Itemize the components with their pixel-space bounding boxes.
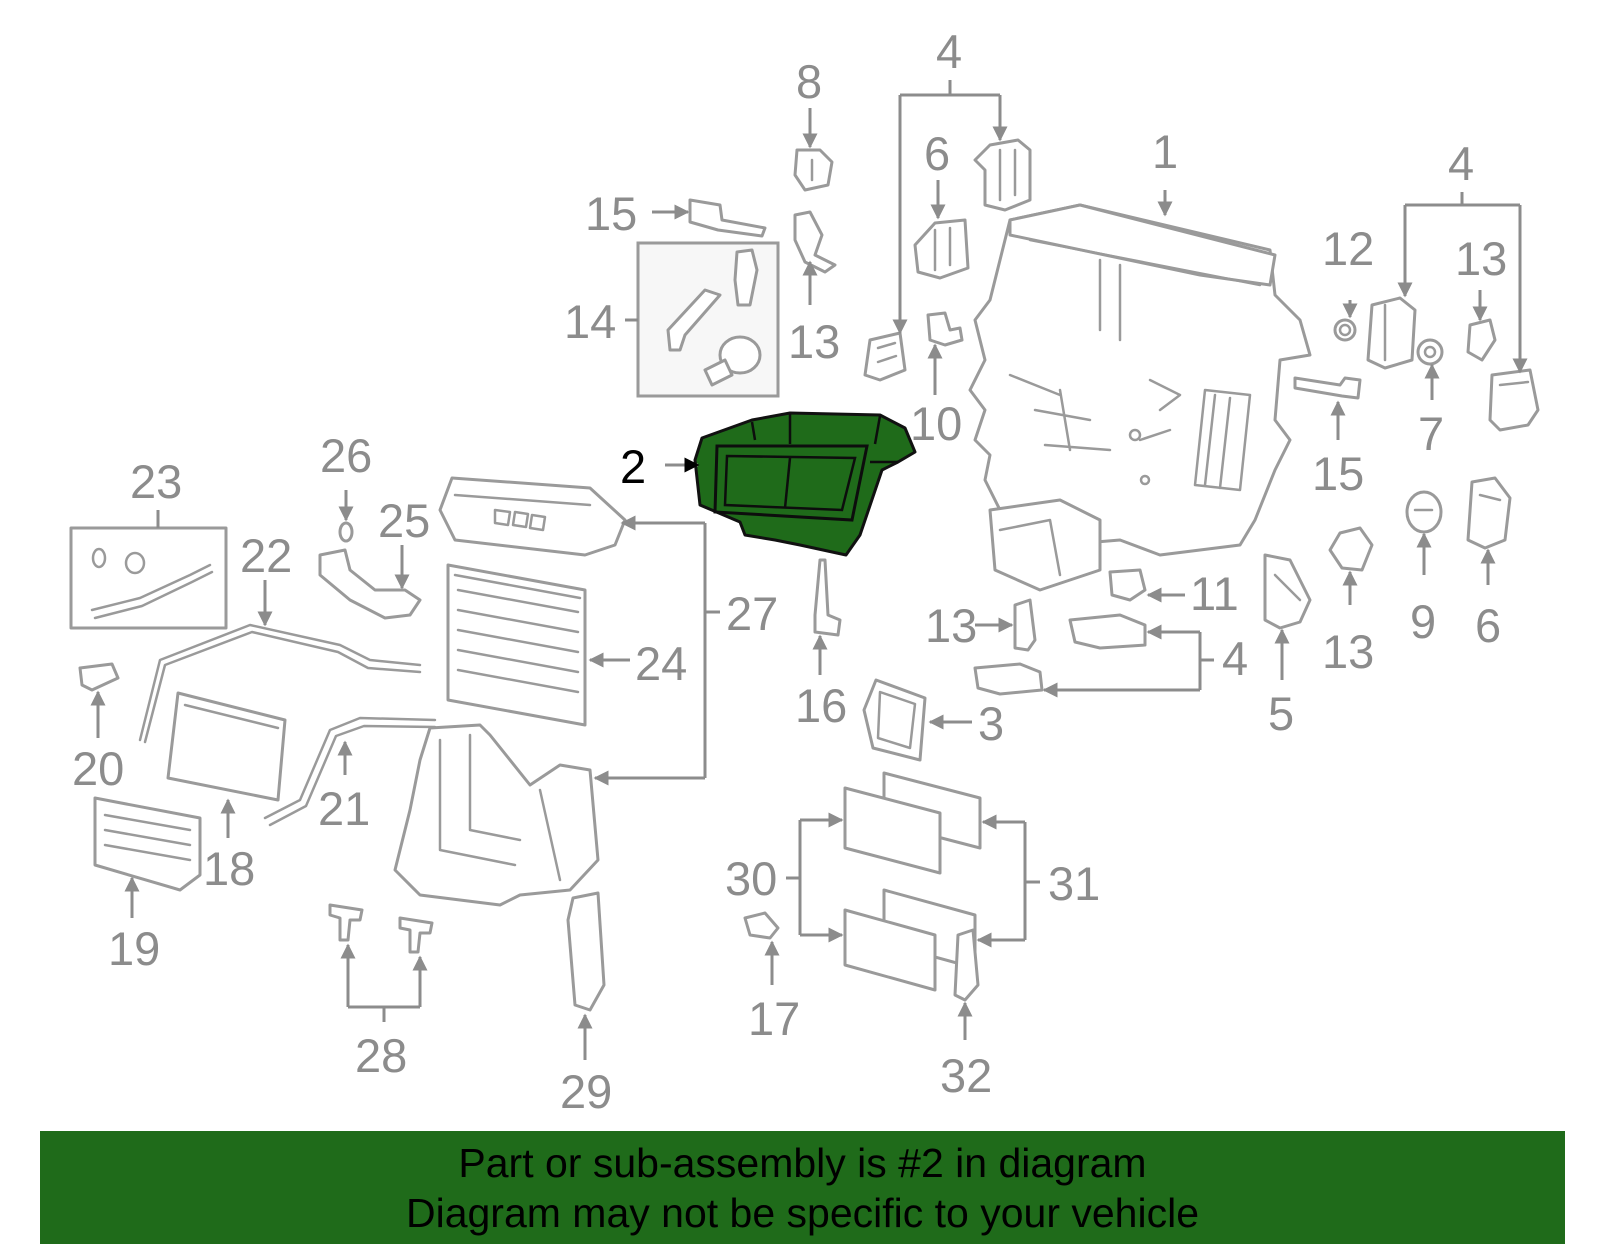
cap-part-12	[1333, 318, 1357, 342]
callout-30: 30	[725, 852, 777, 905]
clip-part-13-lower	[1328, 526, 1374, 572]
callout-27: 27	[726, 587, 778, 640]
linkage-kit-part-14	[636, 241, 780, 398]
sensor-part-9	[1405, 490, 1443, 534]
callout-31: 31	[1048, 857, 1100, 910]
hose-part-21	[263, 716, 437, 827]
callout-10: 10	[910, 397, 962, 450]
clip-part-13-right	[1466, 318, 1497, 362]
lower-case-part-27	[393, 723, 600, 907]
banner-line-2: Diagram may not be specific to your vehi…	[405, 1189, 1199, 1236]
leader-lines	[90, 80, 1528, 1060]
filter-part-30-31-bottom	[843, 888, 977, 992]
duct-frame-part-3	[862, 678, 927, 762]
callout-4-top: 4	[936, 25, 962, 78]
callout-32: 32	[940, 1049, 992, 1102]
actuator-part-6-right	[1466, 476, 1512, 550]
highlighted-part-2	[693, 411, 917, 557]
callout-19: 19	[108, 922, 160, 975]
hvac-case-part-1	[968, 203, 1312, 592]
oring-part-26	[338, 521, 354, 543]
callout-21: 21	[318, 782, 370, 835]
callout-25: 25	[378, 494, 430, 547]
callout-29: 29	[560, 1065, 612, 1118]
callout-22: 22	[240, 529, 292, 582]
blend-door-part-27-top	[438, 476, 627, 557]
actuator-part-4-top	[973, 138, 1032, 212]
clip-part-8	[793, 148, 834, 192]
callout-23: 23	[130, 455, 182, 508]
callout-20: 20	[72, 742, 124, 795]
pipe-part-25	[318, 548, 422, 620]
seal-part-20	[78, 662, 120, 692]
sensor-part-10	[926, 311, 964, 347]
sensor-part-17	[743, 911, 780, 940]
callout-13-mid: 13	[925, 599, 977, 652]
callout-5: 5	[1268, 687, 1294, 740]
actuator-part-5	[1263, 553, 1312, 630]
banner-line-1: Part or sub-assembly is #2 in diagram	[458, 1139, 1147, 1186]
callout-1: 1	[1152, 125, 1178, 178]
callout-18: 18	[203, 842, 255, 895]
callout-16: 16	[795, 679, 847, 732]
actuator-part-4-mid	[973, 613, 1147, 696]
callout-4-mid: 4	[1222, 632, 1248, 685]
callout-26: 26	[320, 429, 372, 482]
callout-7: 7	[1418, 407, 1444, 460]
rod-part-15-right	[1293, 376, 1362, 400]
callout-11: 11	[1190, 567, 1239, 620]
actuator-part-4-right	[1366, 296, 1417, 370]
callout-9: 9	[1410, 595, 1436, 648]
actuator-part-4-left	[863, 331, 907, 382]
heater-bracket-part-19	[93, 796, 202, 892]
callout-28: 28	[355, 1029, 407, 1082]
callout-15-top: 15	[585, 187, 637, 240]
clip-part-13-top	[793, 210, 837, 274]
clip-part-13-mid	[1013, 598, 1037, 652]
rod-part-15-top	[688, 198, 767, 238]
actuator-part-4-far-right	[1488, 368, 1540, 432]
clip-part-28	[328, 903, 434, 954]
callout-4-right: 4	[1448, 137, 1474, 190]
actuator-part-6-top	[913, 218, 970, 280]
callout-6-top: 6	[924, 127, 950, 180]
seal-kit-part-23	[69, 526, 228, 630]
sensor-part-16	[813, 558, 842, 637]
callout-13-top: 13	[788, 315, 840, 368]
filter-part-30-31-top	[843, 771, 982, 875]
callout-12: 12	[1322, 222, 1374, 275]
callout-13-right: 13	[1455, 232, 1507, 285]
sensor-part-11	[1108, 568, 1147, 602]
evaporator-part-24	[446, 563, 587, 727]
seal-part-29	[566, 891, 606, 1012]
callout-3: 3	[978, 697, 1004, 750]
callout-14: 14	[564, 295, 616, 348]
callout-2: 2	[620, 440, 646, 493]
info-banner: Part or sub-assembly is #2 in diagram Di…	[40, 1131, 1565, 1244]
callout-13-lower: 13	[1322, 625, 1374, 678]
bracket-part-32	[953, 928, 980, 1002]
hose-part-22	[138, 623, 422, 744]
callout-6-right: 6	[1475, 599, 1501, 652]
grommet-part-7	[1416, 338, 1444, 366]
callout-24: 24	[635, 637, 687, 690]
callout-15-right: 15	[1312, 447, 1364, 500]
callout-8: 8	[796, 55, 822, 108]
callout-17: 17	[748, 992, 800, 1045]
heater-core-part-18	[166, 691, 287, 802]
callout-labels: 1 2 3 4 4 4 5 6 6 7 8 9 10 11 12 13 13 1…	[72, 25, 1507, 1118]
